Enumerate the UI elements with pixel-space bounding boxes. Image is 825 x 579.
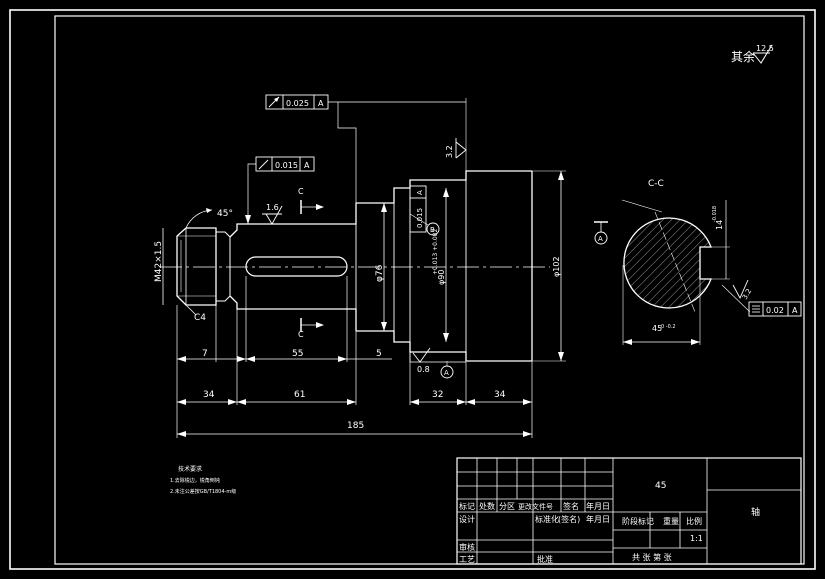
dia-phi90-label: φ90 — [437, 270, 446, 285]
tb-r2-c5: 年月日 — [586, 514, 610, 524]
thread-label: M42×1.5 — [154, 241, 164, 282]
tb-material: 45 — [655, 481, 666, 491]
keyway-width: 14 — [715, 220, 724, 230]
dimension-arrows — [177, 356, 532, 437]
surface-note: 其余 12.5 — [731, 44, 774, 64]
section-depth-tol: 0 -0.2 — [661, 324, 676, 330]
tb-stage: 阶段标记 — [622, 516, 654, 526]
title-block — [456, 457, 802, 565]
dim-34a: 34 — [203, 390, 215, 400]
section-depth: 45 — [652, 324, 662, 333]
tol-frame-top: 0.025 A — [265, 94, 467, 203]
roughness-shoulder-top: 3.2 — [445, 138, 467, 159]
title-block-text: 标记 处数 分区 更改文件号 签名 年月日 设计 标准化 (签名) 年月日 阶段… — [459, 481, 760, 564]
tb-r2-c3: 标准化 — [535, 514, 559, 524]
dia-phi76-label: φ76 — [375, 264, 385, 282]
chamfer-label: C4 — [194, 313, 206, 323]
tb-r1-c5: 签名 — [563, 501, 579, 511]
dim-185: 185 — [347, 421, 364, 431]
tb-scale-value: 1:1 — [690, 534, 703, 543]
tol-frame-vertical: 0.015 A — [409, 185, 427, 233]
section-title: C-C — [648, 179, 664, 189]
tb-process: 工艺 — [459, 555, 475, 564]
roughness-bottom: 0.8 — [412, 347, 431, 374]
tol-mid-datum: A — [304, 161, 310, 170]
technical-notes: 技术要求 1.去除锐边，锐角倒钝 2.未注公差按GB/T1804-m级 — [170, 465, 236, 495]
dim-5: 5 — [376, 349, 382, 359]
dia-phi102-tol: +0.013 +0.002 — [432, 229, 439, 275]
callout-b-label: B — [430, 226, 435, 234]
notes-line1: 1.去除锐边，锐角倒钝 — [170, 477, 220, 484]
roughness-top-value: 3.2 — [445, 145, 454, 158]
notes-heading: 技术要求 — [178, 465, 202, 473]
section-mark-bottom: C — [298, 318, 324, 339]
dim-7: 7 — [202, 349, 208, 359]
tol-top-datum: A — [318, 99, 324, 108]
tb-r1-c2: 处数 — [479, 501, 495, 511]
surface-note-text: 其余 — [731, 49, 755, 64]
section-callout-label: A — [598, 235, 603, 243]
tb-r1-c4: 更改文件号 — [518, 502, 553, 511]
tol-top-value: 0.025 — [286, 99, 309, 108]
notes-line2: 2.未注公差按GB/T1804-m级 — [170, 488, 236, 495]
tol-section-value: 0.02 — [766, 306, 784, 315]
outer-border — [9, 9, 816, 570]
keyway-tol: -0.018 — [712, 206, 718, 222]
tb-part-name: 轴 — [751, 506, 760, 518]
tb-audit: 审核 — [459, 542, 475, 552]
section-top-label: C — [298, 187, 304, 196]
callout-a-label: A — [444, 369, 449, 377]
roughness-keyway-value: 1.6 — [266, 203, 279, 212]
tol-vertical-datum: A — [416, 190, 424, 195]
chamfer-angle-label: 45° — [217, 209, 233, 219]
tol-vertical-value: 0.015 — [416, 208, 424, 228]
dim-34b: 34 — [494, 390, 506, 400]
tb-r2-c4: (签名) — [558, 514, 580, 524]
tb-r2-c1: 设计 — [459, 514, 475, 524]
tb-scale-label: 比例 — [686, 516, 702, 526]
tb-r1-c3: 分区 — [499, 502, 515, 511]
section-view: C-C 45 0 -0.2 14 -0.018 3.2 0.02 A A — [594, 179, 802, 345]
dia-phi102-label: φ102 — [552, 256, 561, 277]
tb-weight: 重量 — [663, 516, 679, 526]
dimensions — [176, 276, 533, 438]
roughness-keyway: 1.6 — [262, 203, 283, 225]
section-mark-top: C — [298, 187, 324, 214]
dim-55: 55 — [292, 349, 303, 359]
tb-r1-c6: 年月日 — [586, 501, 610, 511]
tb-sheet-count: 共 张 第 张 — [632, 552, 672, 562]
surface-note-value: 12.5 — [756, 44, 774, 53]
dim-32: 32 — [432, 390, 443, 400]
tol-section-datum: A — [792, 306, 798, 315]
callout-b-circle — [426, 222, 440, 236]
tol-frame-mid: 0.015 A — [245, 156, 315, 224]
tol-mid-value: 0.015 — [275, 161, 298, 170]
tb-approve: 批准 — [537, 554, 553, 564]
inner-border — [54, 15, 805, 565]
roughness-bottom-value: 0.8 — [417, 365, 430, 374]
tb-r1-c1: 标记 — [459, 501, 475, 511]
dim-61: 61 — [294, 390, 305, 400]
section-bottom-label: C — [298, 330, 304, 339]
